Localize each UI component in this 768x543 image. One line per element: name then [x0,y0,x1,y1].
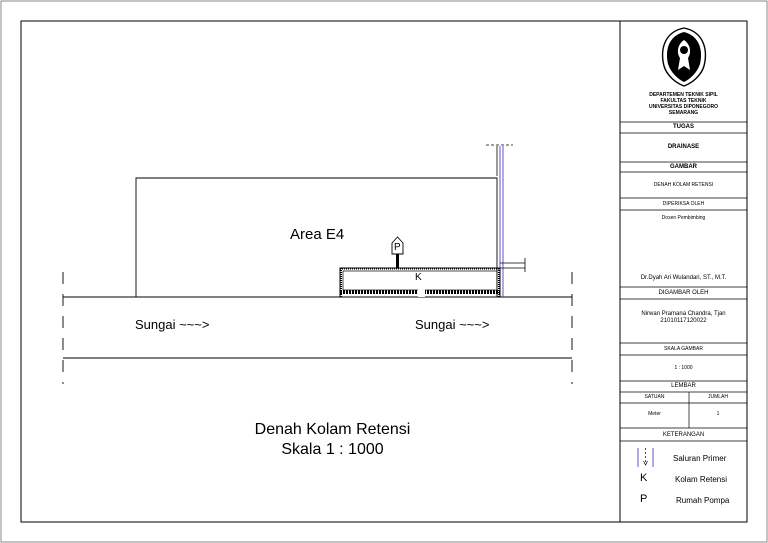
satuan-value: Meter [648,411,661,417]
legend-pond-label: Kolam Retensi [675,475,728,484]
pump-house [391,236,404,268]
legend-pond-symbol: K [640,472,648,484]
gambar-value: DENAH KOLAM RETENSI [653,182,714,188]
jumlah-header: JUMLAH [707,394,728,400]
faculty-text: FAKULTAS TEKNIK [660,98,707,104]
diperiksa-name: Dr.Dyah Ari Wulandari, ST., M.T. [640,275,727,281]
digambar-name: Nirwan Pramana Chandra, Tjan [641,311,726,317]
diperiksa-header: DIPERIKSA OLEH [662,201,705,207]
tugas-value: DRAINASE [667,144,700,150]
skala-header: SKALA GAMBAR [664,346,703,352]
river-label-right: Sungai ~~~> [415,317,490,332]
area-label: Area E4 [290,226,345,243]
tugas-header: TUGAS [673,124,694,130]
drawing-frame [20,20,748,523]
institution-block: DEPARTEMEN TEKNIK SIPIL FAKULTAS TEKNIK … [620,92,747,116]
city-text: SEMARANG [668,110,699,116]
jumlah-value: 1 [716,411,720,417]
department-text: DEPARTEMEN TEKNIK SIPIL [649,92,718,98]
digambar-header: DIGAMBAR OLEH [658,290,709,296]
gambar-header: GAMBAR [670,164,697,170]
drawing-title: Denah Kolam Retensi [254,421,411,438]
university-text: UNIVERSITAS DIPONEGORO [648,104,719,110]
primary-channel [486,144,526,297]
legend-pump-symbol: P [640,493,648,505]
university-logo-icon [661,27,707,87]
satuan-header: SATUAN [644,394,665,400]
pond-marker: K [415,272,422,283]
keterangan-header: KETERANGAN [662,432,705,438]
retention-pond [339,267,501,298]
drawing-scale: Skala 1 : 1000 [281,441,384,458]
pump-marker: P [394,242,401,253]
area-e4-boundary [135,177,498,297]
river-label-left: Sungai ~~~> [135,317,210,332]
legend-channel-symbol-icon [637,448,654,467]
skala-value: 1 : 1000 [674,365,693,371]
legend-channel-label: Saluran Primer [673,454,727,463]
lembar-header: LEMBAR [671,383,696,389]
diperiksa-role: Dosen Pembimbing [661,215,706,221]
title-block-grid [620,121,747,442]
digambar-id: 21010117120022 [660,318,707,324]
legend-pump-label: Rumah Pompa [676,496,730,505]
